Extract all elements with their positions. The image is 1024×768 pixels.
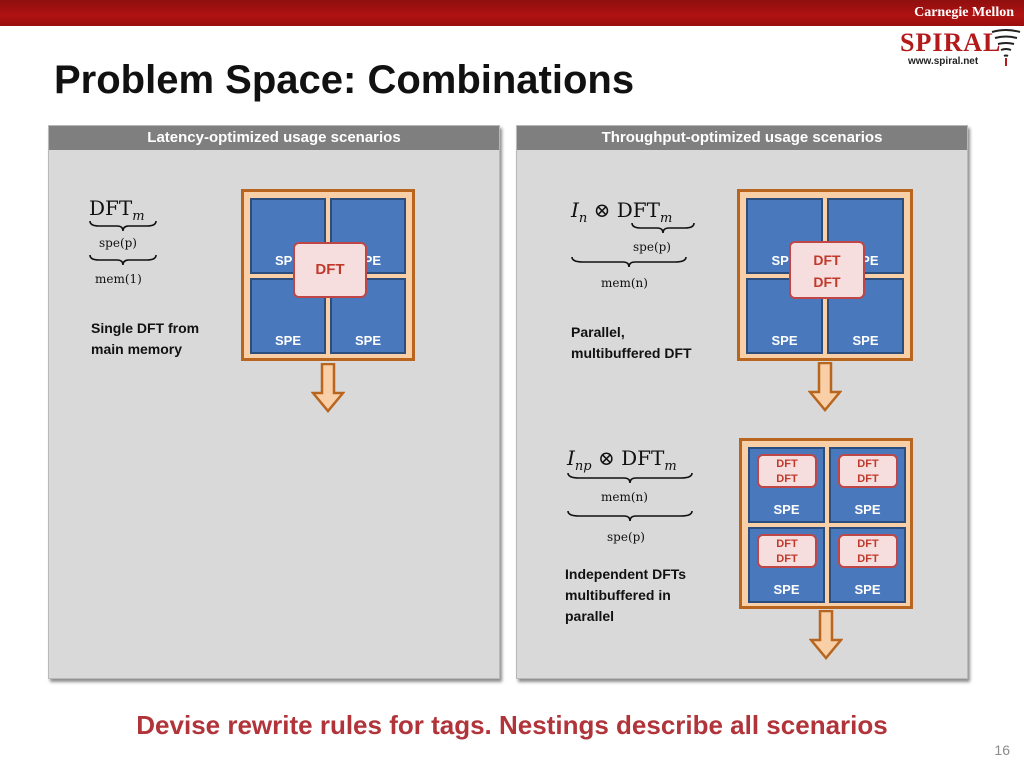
spe-grid-1: SPE SPE SPE SPE DFT DFT (737, 189, 913, 361)
throughput-formula-2: Inp ⊗ DFTm mem(n) spe(p) (567, 446, 697, 556)
spe-grid: SPE SPE SPE SPE DFT (241, 189, 415, 361)
top-banner: Carnegie Mellon (0, 0, 1024, 26)
page-number: 16 (994, 742, 1010, 758)
latency-panel: Latency-optimized usage scenarios DFTm s… (48, 125, 500, 679)
underbrace-icon (89, 254, 157, 266)
spe-cell: SPE (827, 198, 904, 274)
down-arrow-icon (311, 363, 345, 413)
spe-cell: SPE (250, 278, 326, 354)
spe-cell: SPE (827, 278, 904, 354)
formula-brace1-label: spe(p) (99, 236, 137, 250)
formula-brace2-label: mem(n) (601, 276, 648, 290)
formula-main: In ⊗ DFTm (571, 198, 673, 226)
underbrace-icon (571, 256, 687, 268)
throughput-description-1: Parallel, multibuffered DFT (571, 324, 692, 361)
latency-formula: DFTm spe(p) mem(1) (89, 196, 179, 296)
dft-box: DFT (293, 242, 367, 298)
throughput-formula-1: In ⊗ DFTm spe(p) mem(n) (571, 198, 701, 298)
underbrace-icon (631, 222, 695, 234)
logo-url: www.spiral.net (908, 56, 979, 67)
formula-main: Inp ⊗ DFTm (567, 446, 677, 474)
down-arrow-icon (808, 362, 842, 412)
spiral-logo: SPIRAL www.spiral.net (898, 28, 1022, 72)
dft-box: DFT DFT (789, 241, 865, 299)
formula-brace2-label: spe(p) (607, 530, 645, 544)
institution-name: Carnegie Mellon (914, 5, 1014, 20)
underbrace-icon (567, 510, 693, 522)
throughput-panel-heading: Throughput-optimized usage scenarios (517, 126, 967, 150)
down-arrow-icon (809, 610, 843, 660)
conclusion-text: Devise rewrite rules for tags. Nestings … (136, 710, 888, 740)
spiral-swirl-icon (991, 29, 1021, 66)
throughput-description-2: Independent DFTs multibuffered in parall… (565, 566, 687, 624)
underbrace-icon (89, 220, 157, 232)
slide-title: Problem Space: Combinations (54, 58, 635, 102)
logo-word: SPIRAL (900, 28, 1002, 57)
latency-description: Single DFT from main memory (91, 320, 200, 357)
throughput-panel: Throughput-optimized usage scenarios In … (516, 125, 968, 679)
formula-brace2-label: mem(1) (95, 272, 142, 286)
underbrace-icon (567, 472, 693, 484)
formula-main: DFTm (89, 196, 145, 224)
formula-brace1-label: spe(p) (633, 240, 671, 254)
formula-brace1-label: mem(n) (601, 490, 648, 504)
latency-panel-heading: Latency-optimized usage scenarios (49, 126, 499, 150)
